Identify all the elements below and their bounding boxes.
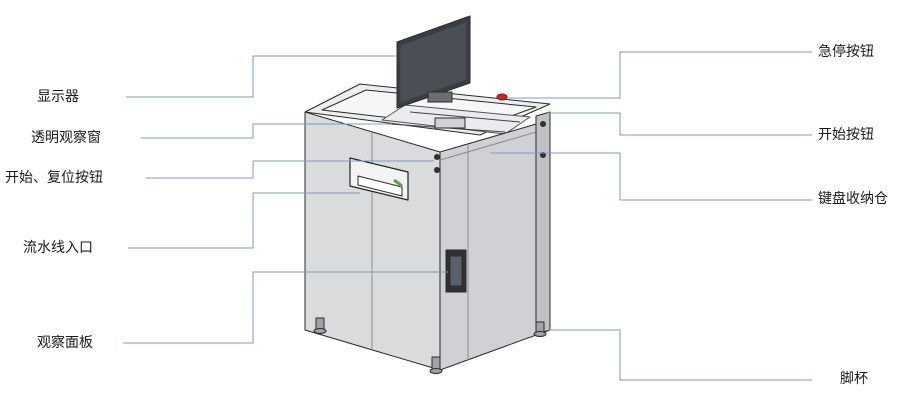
front-panel bbox=[439, 119, 551, 371]
leader-lines-right bbox=[490, 51, 812, 381]
machine-illustration bbox=[304, 15, 551, 374]
leader-line-entry bbox=[128, 192, 360, 249]
observation-panel-screen bbox=[449, 255, 463, 287]
leader-start bbox=[547, 112, 812, 136]
foot-cups bbox=[313, 317, 547, 374]
label-observation-panel: 观察面板 bbox=[37, 335, 93, 351]
leader-panel bbox=[123, 271, 448, 344]
right-pillar bbox=[535, 111, 551, 335]
label-display: 显示器 bbox=[37, 89, 79, 105]
leader-foot bbox=[548, 329, 812, 381]
reset-button-marker bbox=[434, 154, 440, 160]
start-button-marker bbox=[540, 121, 546, 127]
leader-display bbox=[126, 55, 396, 98]
emergency-stop-button bbox=[496, 93, 508, 101]
label-emergency-stop: 急停按钮 bbox=[818, 44, 874, 60]
label-keyboard-compartment: 键盘收纳仓 bbox=[818, 191, 888, 207]
window-rail bbox=[409, 111, 521, 123]
pillar-bolt bbox=[434, 167, 440, 173]
leader-start-reset bbox=[146, 160, 434, 179]
label-start-reset-buttons: 开始、复位按钮 bbox=[5, 170, 103, 186]
monitor-screen bbox=[400, 22, 467, 103]
label-start-button: 开始按钮 bbox=[818, 127, 874, 143]
label-observation-window: 透明观察窗 bbox=[31, 130, 101, 146]
leader-estop bbox=[508, 51, 812, 99]
label-foot-cup: 脚杯 bbox=[840, 371, 868, 387]
leader-keyboard bbox=[490, 152, 812, 201]
label-line-entry: 流水线入口 bbox=[23, 240, 93, 256]
monitor-stand bbox=[427, 91, 453, 103]
front-top-band bbox=[439, 127, 551, 161]
leader-lines-left bbox=[123, 55, 448, 344]
conveyor-green-rail bbox=[393, 178, 403, 188]
window-mechanism bbox=[434, 117, 466, 129]
leader-window bbox=[141, 123, 392, 139]
conveyor-tray bbox=[357, 175, 403, 197]
